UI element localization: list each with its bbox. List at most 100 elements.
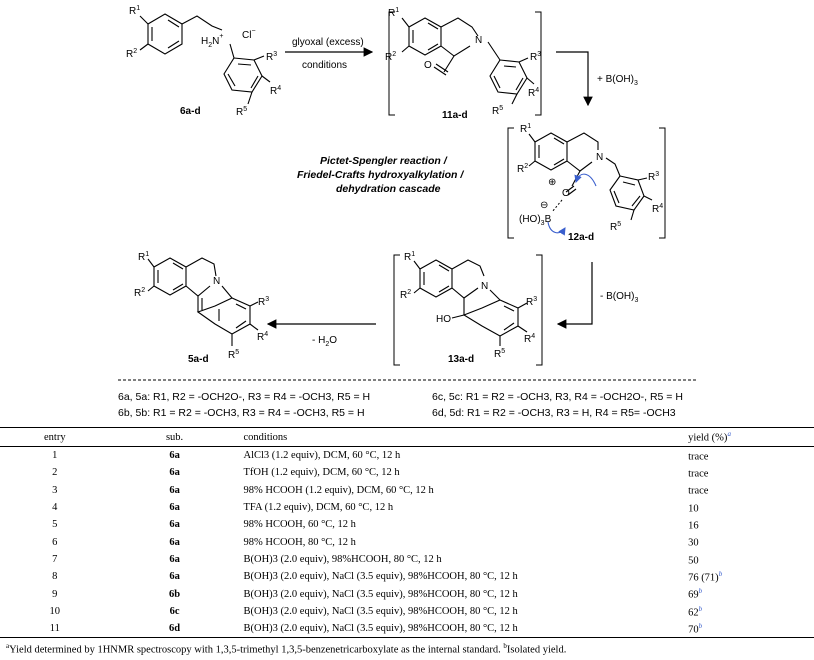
footnote-b-mark: b xyxy=(503,642,507,650)
header-conditions: conditions xyxy=(239,427,685,447)
cell-substrate: 6a xyxy=(169,467,180,479)
cell-conditions: 98% HCOOH, 60 °C, 12 h xyxy=(243,519,356,531)
r5-label-12: R5 xyxy=(610,221,621,233)
r2-label-13: R2 xyxy=(400,289,411,301)
compound-label-12a-d: 12a-d xyxy=(568,232,594,243)
boron-label: (HO)3B xyxy=(519,214,552,227)
r5-label-13: R5 xyxy=(494,348,505,360)
cell-entry: 6 xyxy=(52,536,58,548)
cell-substrate: 6a xyxy=(169,536,180,548)
oxygen-label-12: O xyxy=(562,188,570,199)
structure-5a-d xyxy=(147,257,259,346)
step4-reagent: - H2O xyxy=(312,335,337,348)
r3-label-13: R3 xyxy=(526,296,537,308)
cell-conditions: B(OH)3 (2.0 equiv), NaCl (3.5 equiv), 98… xyxy=(243,605,518,617)
reaction-scheme: R1 R2 H2N+ Cl− R3 R4 R5 6a-d glyoxal (ex… xyxy=(118,5,696,381)
header-entry: entry xyxy=(0,427,110,447)
cell-yield: trace xyxy=(688,451,709,463)
r4-label-start: R4 xyxy=(270,85,281,97)
cell-entry: 4 xyxy=(52,502,58,514)
r5-label-5: R5 xyxy=(228,349,239,361)
cell-conditions: B(OH)3 (2.0 equiv), 98%HCOOH, 80 °C, 12 … xyxy=(243,553,442,565)
borate-minus: ⊖ xyxy=(540,200,548,211)
legend-entry: 6d, 5d: R1 = R2 = -OCH3, R3 = H, R4 = R5… xyxy=(432,407,676,419)
n-label-12: N xyxy=(596,152,603,163)
cell-yield: trace xyxy=(688,485,709,497)
cell-conditions: B(OH)3 (2.0 equiv), NaCl (3.5 equiv), 98… xyxy=(243,588,518,600)
step3-arrow xyxy=(556,262,593,329)
cell-entry: 7 xyxy=(52,553,58,565)
bracket-right-11 xyxy=(535,11,542,116)
cell-yield: 62b xyxy=(688,604,703,619)
r3-label-start: R3 xyxy=(266,51,277,63)
cell-entry: 11 xyxy=(0,619,110,639)
cascade-line3: dehydration cascade xyxy=(336,183,441,195)
structure-13a-d xyxy=(413,259,528,346)
cell-entry: 5 xyxy=(52,519,58,531)
cell-substrate: 6d xyxy=(109,619,240,639)
structure-11a-d xyxy=(401,17,535,105)
r1-label-12: R1 xyxy=(520,123,531,135)
legend-entry: 6c, 5c: R1 = R2 = -OCH3, R3, R4 = -OCH2O… xyxy=(432,391,683,403)
yield-footnote-mark: b xyxy=(698,587,703,596)
cell-substrate: 6a xyxy=(169,502,180,514)
r4-label-12: R4 xyxy=(652,203,663,215)
optimization-table: entry sub. conditions yield (%)a 1 6a AlCl… xyxy=(0,427,814,639)
r5-label-start: R5 xyxy=(236,106,247,118)
n-label-13: N xyxy=(481,281,488,292)
bracket-right-13 xyxy=(536,254,543,366)
cascade-line2: Friedel-Crafts hydroxyalkylation / xyxy=(297,169,464,181)
step1-conditions: conditions xyxy=(302,60,347,71)
compound-label-5a-d: 5a-d xyxy=(188,354,209,365)
structure-6a-d xyxy=(139,13,271,105)
r5-label-11: R5 xyxy=(492,105,503,117)
cell-yield: 16 xyxy=(688,520,699,532)
bracket-left-13 xyxy=(393,254,400,366)
table-body: 1 6a AlCl3 (1.2 equiv), DCM, 60 °C, 12 h tr… xyxy=(0,447,814,639)
cell-conditions: AlCl3 (1.2 equiv), DCM, 60 °C, 12 h xyxy=(243,450,401,462)
cell-yield: 30 xyxy=(688,537,699,549)
cell-substrate: 6b xyxy=(169,588,181,600)
cell-yield: 50 xyxy=(688,555,699,567)
r4-label-13: R4 xyxy=(524,333,535,345)
table-footnotes: aYield determined by 1HNMR spectroscopy … xyxy=(6,642,814,656)
table-header-row: entry sub. conditions yield (%)a xyxy=(0,427,814,447)
header-yield: yield (%)a xyxy=(684,427,814,447)
cell-substrate: 6c xyxy=(169,605,180,617)
yield-footnote-mark: b xyxy=(698,621,703,630)
header-substrate: sub. xyxy=(109,427,240,447)
cell-conditions: B(OH)3 (2.0 equiv), NaCl (3.5 equiv), 98… xyxy=(239,619,685,639)
yield-footnote-mark: b xyxy=(718,569,723,578)
legend-entry: 6a, 5a: R1, R2 = -OCH2O-, R3 = R4 = -OCH… xyxy=(118,391,371,403)
cell-conditions: B(OH)3 (2.0 equiv), NaCl (3.5 equiv), 98… xyxy=(243,571,518,583)
cell-yield: 76 (71)b xyxy=(688,569,723,584)
r2-label-12: R2 xyxy=(517,163,528,175)
oxonium-plus: ⊕ xyxy=(548,177,556,188)
step2-reagent: + B(OH)3 xyxy=(597,74,638,87)
cell-entry: 1 xyxy=(52,450,58,462)
r1-label-11: R1 xyxy=(388,7,399,19)
yield-footnote-mark: b xyxy=(698,604,703,613)
r2-label-11: R2 xyxy=(385,51,396,63)
footnote-a-text: Yield determined by 1HNMR spectroscopy w… xyxy=(9,644,501,656)
r3-label-12: R3 xyxy=(648,171,659,183)
r2-label-start: R2 xyxy=(126,48,137,60)
cell-entry: 9 xyxy=(52,588,58,600)
r4-label-11: R4 xyxy=(528,87,539,99)
r3-label-5: R3 xyxy=(258,296,269,308)
step2-arrow xyxy=(556,51,593,107)
cell-yield: 70b xyxy=(684,619,814,639)
amine-salt-label: H2N+ xyxy=(201,33,223,49)
cell-entry: 3 xyxy=(52,484,58,496)
cell-conditions: TfOH (1.2 equiv), DCM, 60 °C, 12 h xyxy=(243,467,400,479)
